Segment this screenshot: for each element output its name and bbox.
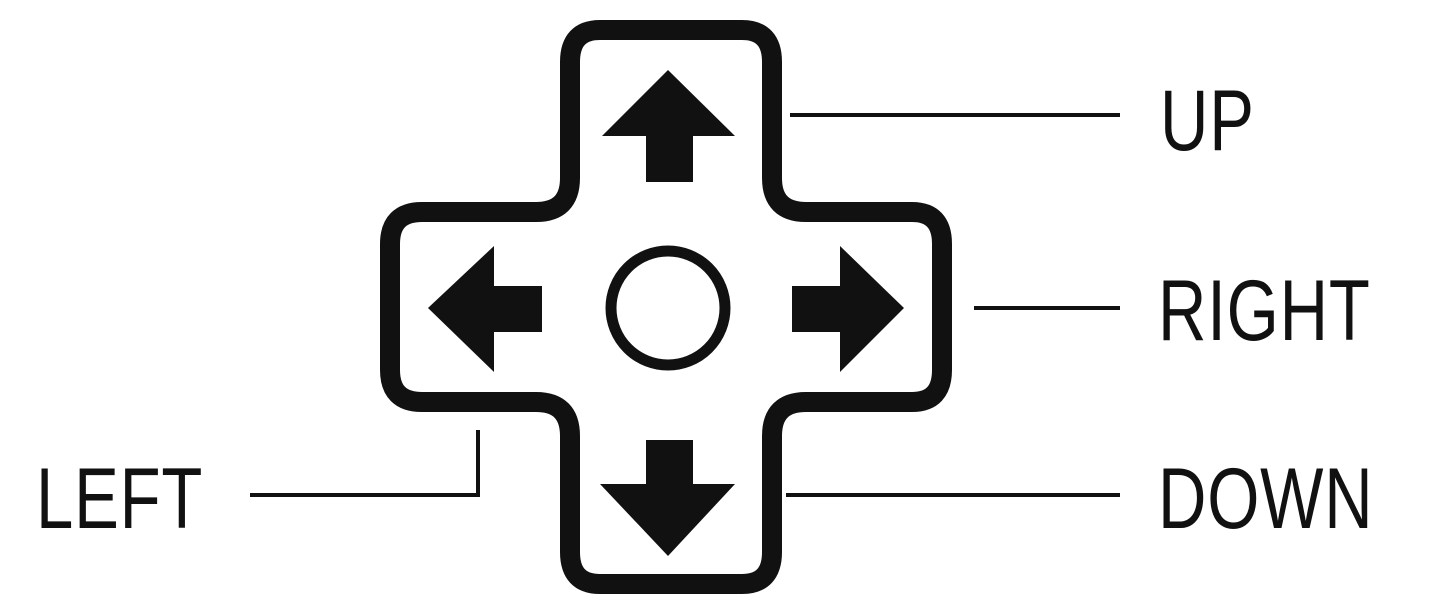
label-up: UP — [1160, 78, 1255, 164]
label-right: RIGHT — [1158, 268, 1371, 354]
left-leader-line — [250, 430, 478, 495]
label-down: DOWN — [1158, 456, 1373, 542]
label-left: LEFT — [36, 456, 203, 542]
